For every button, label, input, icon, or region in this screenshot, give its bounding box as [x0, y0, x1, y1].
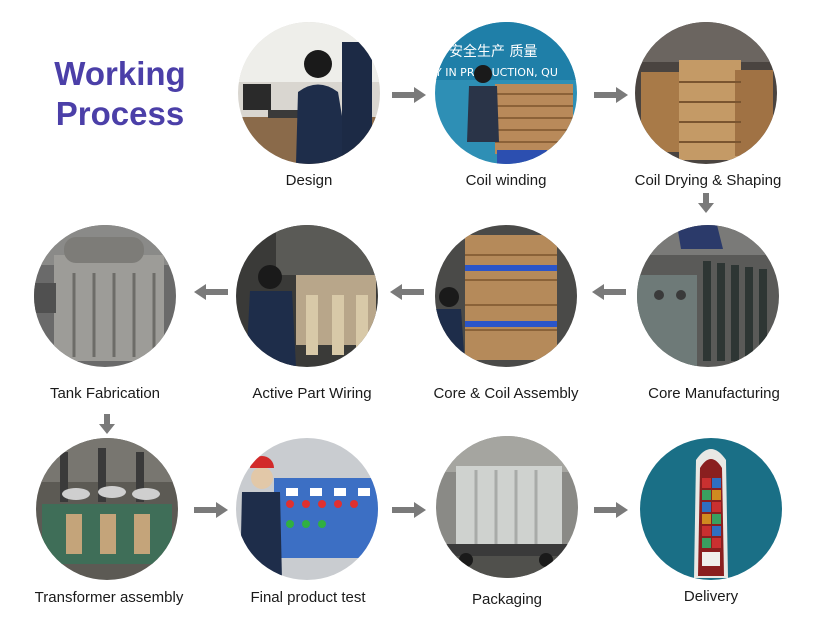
arrow-right-icon — [594, 87, 628, 103]
step-label-final-product-test: Final product test — [250, 589, 366, 606]
title-line-1: Working — [54, 55, 186, 92]
core-coil-assembly-photo — [435, 225, 577, 367]
coil-drying-photo — [635, 22, 777, 164]
step-label-delivery: Delivery — [683, 588, 739, 605]
banner-text: 安全生产 质量 — [449, 43, 537, 60]
arrow-left-icon — [194, 284, 228, 300]
page-title: Working Process — [40, 54, 200, 134]
arrow-down-icon — [99, 414, 115, 434]
step-label-coil-winding: Coil winding — [465, 172, 547, 189]
core-manufacturing-photo — [637, 225, 779, 367]
step-label-packaging: Packaging — [471, 591, 543, 608]
arrow-right-icon — [594, 502, 628, 518]
title-line-2: Process — [55, 95, 185, 132]
tank-fabrication-photo — [34, 225, 176, 367]
banner-subtext: Y IN PRODUCTION, QU — [435, 66, 558, 79]
step-label-core-coil-assembly: Core & Coil Assembly — [433, 385, 579, 402]
arrow-left-icon — [592, 284, 626, 300]
arrow-left-icon — [390, 284, 424, 300]
arrow-right-icon — [392, 87, 426, 103]
packaging-photo — [436, 436, 578, 578]
step-label-coil-drying: Coil Drying & Shaping — [634, 172, 782, 189]
active-part-wiring-photo — [236, 225, 378, 367]
step-label-active-part-wiring: Active Part Wiring — [252, 385, 372, 402]
step-label-tank-fabrication: Tank Fabrication — [49, 385, 161, 402]
step-label-core-manufacturing: Core Manufacturing — [648, 385, 780, 402]
step-label-design: Design — [285, 172, 333, 189]
arrow-right-icon — [194, 502, 228, 518]
arrow-right-icon — [392, 502, 426, 518]
transformer-assembly-photo — [36, 438, 178, 580]
design-photo — [238, 22, 380, 164]
step-label-transformer-assembly: Transformer assembly — [34, 589, 184, 606]
arrow-down-icon — [698, 193, 714, 213]
coil-winding-photo: 安全生产 质量 Y IN PRODUCTION, QU — [435, 22, 577, 164]
final-product-test-photo — [236, 438, 378, 580]
delivery-photo — [640, 438, 782, 580]
